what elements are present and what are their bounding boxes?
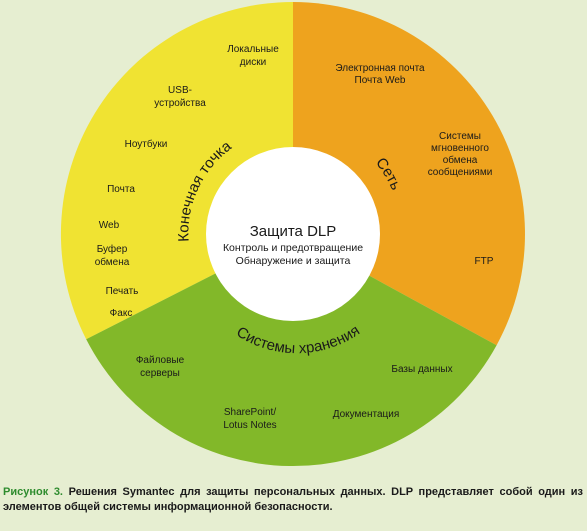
item-web: Web xyxy=(99,220,120,231)
item-email-2: Почта Web xyxy=(355,75,406,86)
item-databases: Базы данных xyxy=(391,364,452,375)
center-title: Защита DLP xyxy=(250,223,337,240)
item-local-disks-2: диски xyxy=(240,57,266,68)
item-file-servers-1: Файловые xyxy=(136,355,185,366)
item-local-disks-1: Локальные xyxy=(227,44,279,55)
item-sharepoint-1: SharePoint/ xyxy=(224,407,276,418)
item-clipboard-1: Буфер xyxy=(97,243,128,255)
item-im-3: обмена xyxy=(443,154,478,166)
item-im-1: Системы xyxy=(439,131,481,142)
item-fax: Факс xyxy=(110,308,133,319)
item-sharepoint-2: Lotus Notes xyxy=(223,420,276,431)
item-notebooks: Ноутбуки xyxy=(125,138,168,150)
item-documentation: Документация xyxy=(333,409,400,420)
item-usb-1: USB- xyxy=(168,85,192,96)
item-file-servers-2: серверы xyxy=(140,368,180,379)
center-circle xyxy=(206,147,380,321)
center-line1: Контроль и предотвращение xyxy=(223,242,363,254)
item-email-1: Электронная почта xyxy=(335,63,425,74)
storage-sector xyxy=(86,234,497,467)
caption-label: Рисунок 3. xyxy=(3,486,63,498)
item-clipboard-2: обмена xyxy=(95,256,130,268)
item-usb-2: устройства xyxy=(154,98,206,109)
dlp-diagram: Защита DLP Контроль и предотвращение Обн… xyxy=(60,1,525,467)
figure-caption: Рисунок 3. Решения Symantec для защиты п… xyxy=(3,485,583,515)
item-ftp: FTP xyxy=(475,256,494,267)
item-im-4: сообщениями xyxy=(428,166,493,178)
item-im-2: мгновенного xyxy=(431,143,489,154)
item-print: Печать xyxy=(106,286,139,297)
caption-text: Решения Symantec для защиты персональных… xyxy=(3,486,584,513)
center-line2: Обнаружение и защита xyxy=(236,255,351,267)
item-mail: Почта xyxy=(107,184,135,195)
